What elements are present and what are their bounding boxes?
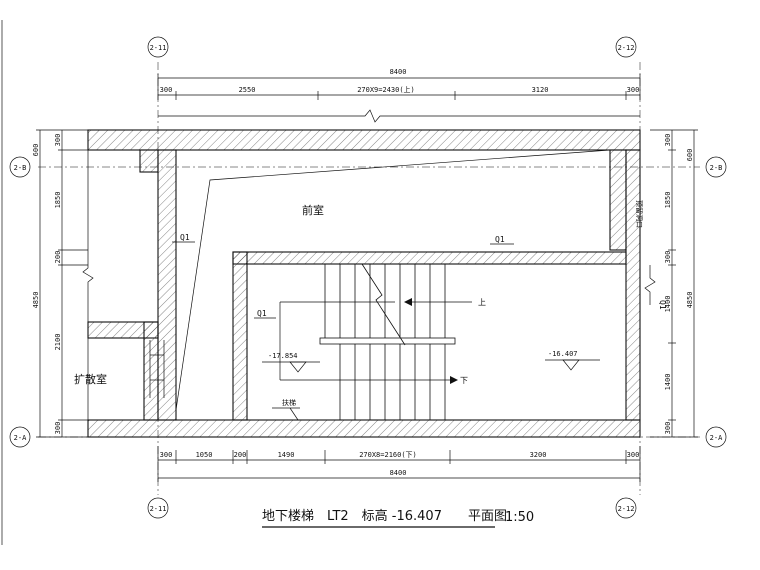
axis-bubble-2-b-left: 2-B [9, 156, 31, 178]
svg-text:200: 200 [234, 451, 247, 459]
svg-text:Q1: Q1 [495, 235, 505, 244]
left-dimension-chain: 600 300 1850 200 2100 300 4850 [32, 129, 94, 438]
axis-bubble-2-12-top: 2-12 [615, 36, 637, 58]
down-arrow: 下 [279, 301, 468, 385]
staircase [319, 263, 456, 420]
expansion-room-label: 扩散室 [74, 372, 107, 386]
axis-bubble-2-12-bottom: 2-12 [615, 497, 637, 519]
svg-text:1850: 1850 [664, 192, 672, 209]
bottom-overall-dim: 8400 [390, 469, 407, 477]
front-room-label: 前室 [302, 203, 324, 217]
svg-text:270X9=2430(上): 270X9=2430(上) [357, 85, 415, 94]
svg-text:300: 300 [54, 422, 62, 435]
axis-bubble-2-a-left: 2-A [9, 426, 31, 448]
svg-text:Q1: Q1 [658, 300, 667, 310]
svg-text:下: 下 [460, 376, 468, 385]
front-room-ramp [175, 149, 611, 411]
elevation-marker-left: -17.854 [262, 352, 320, 373]
right-wall-note: 预留洞口 [635, 200, 644, 228]
svg-text:300: 300 [627, 451, 640, 459]
drawing-title: 地下楼梯 LT2 标高 -16.407 平面图 [262, 508, 507, 524]
svg-text:1850: 1850 [54, 192, 62, 209]
q1-label-left: Q1 [172, 233, 195, 243]
svg-text:2-12: 2-12 [618, 44, 635, 52]
svg-text:2550: 2550 [239, 86, 256, 94]
svg-text:300: 300 [664, 251, 672, 264]
top-overall-dim: 8400 [390, 68, 407, 76]
svg-text:扶梯: 扶梯 [282, 398, 296, 407]
svg-text:300: 300 [664, 134, 672, 147]
svg-text:1400: 1400 [664, 374, 672, 391]
svg-text:2-12: 2-12 [618, 505, 635, 513]
title-block: 地下楼梯 LT2 标高 -16.407 平面图 1:50 [262, 508, 534, 528]
svg-text:300: 300 [160, 86, 173, 94]
bottom-dimension-chain: 300 1050 200 1490 270X8=2160(下) 3200 300… [157, 446, 641, 482]
q1-label-inner: Q1 [254, 309, 276, 319]
svg-text:2-A: 2-A [14, 434, 27, 442]
up-arrow: 上 [404, 298, 486, 307]
svg-text:300: 300 [627, 86, 640, 94]
svg-text:2-A: 2-A [710, 434, 723, 442]
svg-text:3120: 3120 [532, 86, 549, 94]
svg-text:300: 300 [54, 134, 62, 147]
top-dimension-chain: 8400 300 2550 270X9=2430(上) 3120 300 [157, 68, 641, 123]
elevation-marker-right: -16.407 [545, 350, 600, 371]
svg-text:270X8=2160(下): 270X8=2160(下) [359, 451, 417, 459]
handrail-label: 扶梯 [272, 398, 300, 421]
svg-text:2-11: 2-11 [150, 505, 167, 513]
svg-text:300: 300 [664, 422, 672, 435]
right-overall-dim: 4850 [686, 292, 694, 309]
left-overall-dim: 4850 [32, 292, 40, 309]
svg-text:2-B: 2-B [14, 164, 27, 172]
svg-text:Q1: Q1 [180, 233, 190, 242]
svg-text:1490: 1490 [278, 451, 295, 459]
svg-text:600: 600 [32, 144, 40, 157]
right-dimension-chain: 300 600 1850 300 1400 1400 300 4850 [644, 129, 698, 438]
axis-bubble-2-11-top: 2-11 [147, 36, 169, 58]
svg-text:上: 上 [478, 298, 486, 307]
drawing-scale: 1:50 [505, 510, 534, 525]
axis-bubble-2-b-right: 2-B [705, 156, 727, 178]
walls [87, 129, 641, 438]
svg-text:-16.407: -16.407 [548, 350, 578, 358]
svg-text:300: 300 [160, 451, 173, 459]
left-door-marks [149, 150, 177, 420]
axis-bubble-2-11-bottom: 2-11 [147, 497, 169, 519]
svg-text:2-B: 2-B [710, 164, 723, 172]
svg-text:2-11: 2-11 [150, 44, 167, 52]
svg-text:1050: 1050 [196, 451, 213, 459]
svg-text:2100: 2100 [54, 334, 62, 351]
svg-text:3200: 3200 [530, 451, 547, 459]
svg-text:Q1: Q1 [257, 309, 267, 318]
q1-label-top: Q1 [490, 235, 514, 245]
svg-text:-17.854: -17.854 [268, 352, 298, 360]
svg-text:1400: 1400 [664, 296, 672, 313]
svg-text:600: 600 [686, 149, 694, 162]
axis-bubble-2-a-right: 2-A [705, 426, 727, 448]
q1-label-right: Q1 [658, 300, 667, 310]
svg-text:200: 200 [54, 251, 62, 264]
